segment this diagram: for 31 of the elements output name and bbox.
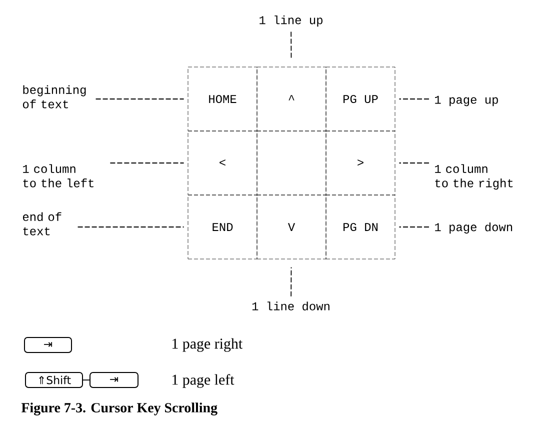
key-cell: END xyxy=(188,194,258,260)
leader-line xyxy=(398,226,430,228)
key-cell: < xyxy=(188,130,258,196)
key-cell: > xyxy=(326,130,396,196)
label-text: end of text xyxy=(22,212,62,236)
key-cell: PG UP xyxy=(326,66,396,132)
label-text: beginning of text xyxy=(22,85,86,108)
leader-line xyxy=(110,162,184,164)
caption: Figure 7-3. Cursor Key Scrolling xyxy=(21,402,218,416)
leader-line xyxy=(398,98,430,100)
label-text: 1 line up xyxy=(260,15,322,27)
key-cell: ^ xyxy=(256,66,326,132)
key-cell: V xyxy=(256,194,326,260)
keycap: ⇥ xyxy=(24,337,72,353)
label-text: 1 column to the left xyxy=(23,164,94,188)
leader-line xyxy=(290,266,292,297)
leader-line xyxy=(290,31,292,60)
leader-line xyxy=(398,162,430,164)
key-cell: HOME xyxy=(188,66,258,132)
empty-cell xyxy=(256,130,326,196)
keycap: ⇥ xyxy=(90,372,138,388)
label-text: 1 line down xyxy=(252,302,330,310)
leader-line xyxy=(95,98,184,100)
leader-line xyxy=(77,226,184,228)
key-description: 1 page left xyxy=(172,374,234,388)
key-cell: PG DN xyxy=(326,194,396,260)
label-text: 1 page down xyxy=(435,222,512,234)
keycap: ⇑Shift xyxy=(25,372,83,388)
label-text: 1 column to the right xyxy=(435,164,513,190)
key-description: 1 page right xyxy=(172,338,242,352)
label-text: 1 page up xyxy=(435,96,498,106)
